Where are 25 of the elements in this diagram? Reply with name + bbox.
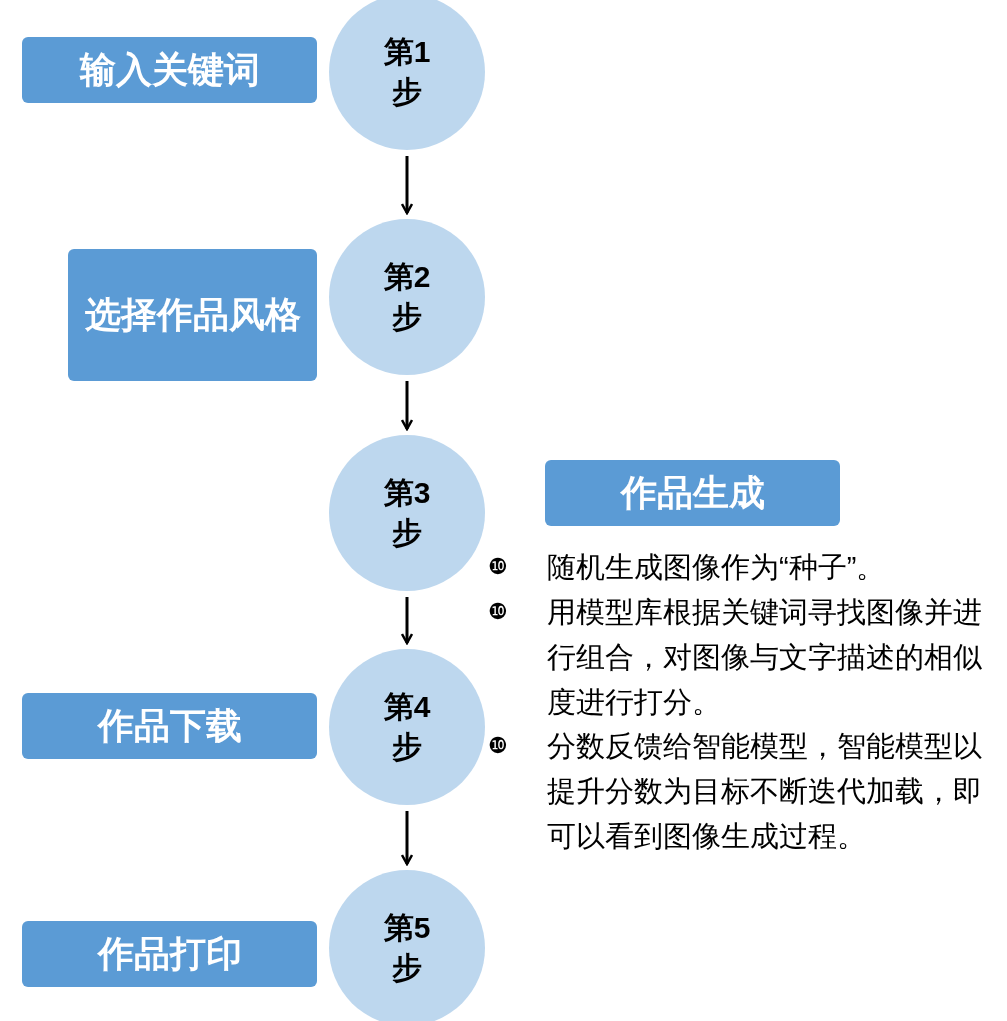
stage-label: 作品打印 xyxy=(97,932,242,976)
stage-label: 输入关键词 xyxy=(79,48,260,92)
arrow xyxy=(400,381,414,431)
bullet-text: 随机生成图像作为“种子”。 xyxy=(547,550,887,585)
stage-label: 选择作品风格 xyxy=(84,293,301,337)
bullet-icon: ❿ xyxy=(488,724,508,768)
stage-box xyxy=(68,249,317,381)
bullet-icon: ❿ xyxy=(488,590,508,634)
arrow xyxy=(400,811,414,866)
bullet-icon: ❿ xyxy=(488,545,508,589)
stage-label: 作品生成 xyxy=(620,471,765,515)
stage-box xyxy=(22,921,317,987)
stage-label: 作品下载 xyxy=(97,704,242,748)
step-label: 第2步 xyxy=(382,259,432,335)
step-label: 第4步 xyxy=(382,689,432,765)
stage-box xyxy=(22,37,317,103)
step-label: 第3步 xyxy=(382,475,432,551)
stage-box xyxy=(22,693,317,759)
bullet-text: 用模型库根据关键词寻找图像并进行组合，对图像与文字描述的相似度进行打分。 xyxy=(547,595,983,720)
arrow xyxy=(400,156,414,215)
step-label: 第5步 xyxy=(382,910,432,986)
stage-box xyxy=(545,460,840,526)
bullet-text: 分数反馈给智能模型，智能模型以提升分数为目标不断迭代加载，即可以看到图像生成过程。 xyxy=(547,729,983,854)
arrow xyxy=(400,597,414,645)
step-label: 第1步 xyxy=(382,34,432,110)
